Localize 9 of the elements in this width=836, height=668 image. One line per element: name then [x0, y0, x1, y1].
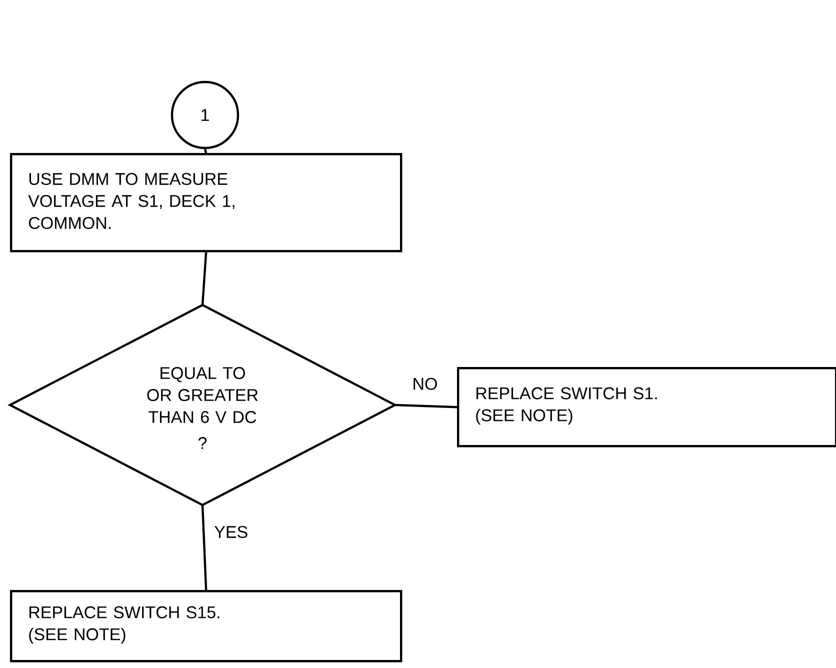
edge-label: YES: [213, 524, 250, 540]
process-box: USE DMM TO MEASURE VOLTAGE AT S1, DECK 1, COMMON.: [10, 153, 402, 252]
edge-label: NO: [411, 376, 439, 391]
connector-line: [394, 404, 458, 408]
process-box: REPLACE SWITCH S15. (SEE NOTE): [10, 590, 402, 662]
connector-line: [201, 252, 208, 306]
process-box: REPLACE SWITCH S1. (SEE NOTE): [457, 367, 836, 448]
connector-line: [204, 148, 208, 154]
connector-line: [201, 504, 208, 590]
